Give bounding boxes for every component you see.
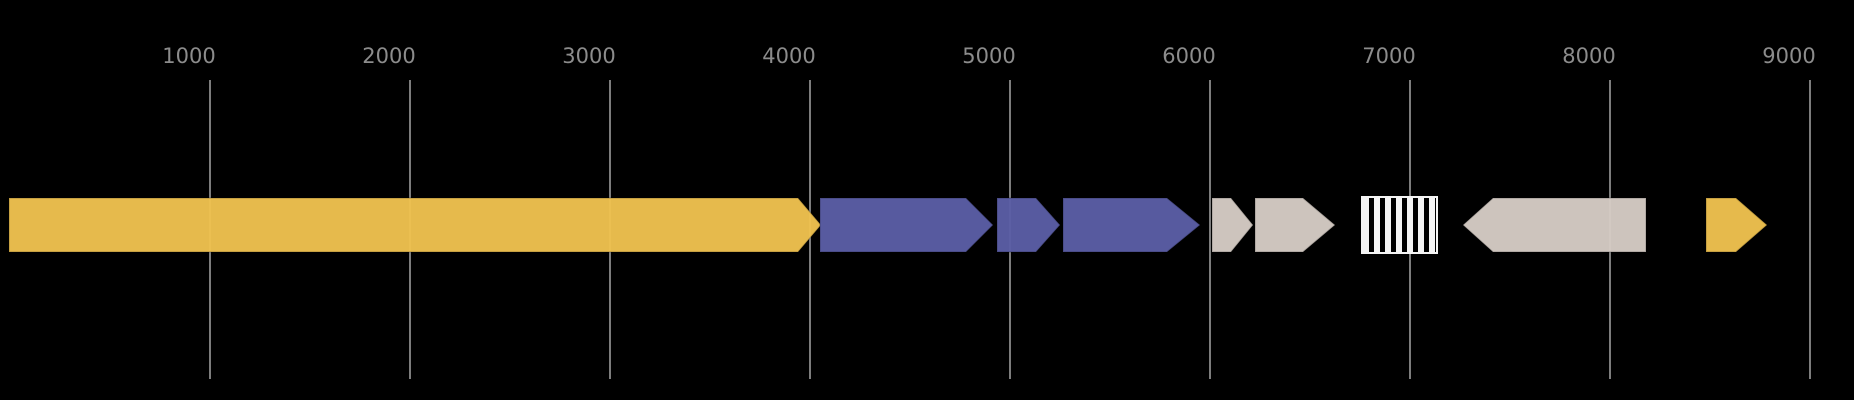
gene-arrow-feature-8-left [1461,197,1647,253]
gene-arrow-feature-1-right [8,197,822,253]
tick-label-1000: 1000 [162,44,216,68]
tick-label-6000: 6000 [1162,44,1216,68]
tick-label-3000: 3000 [562,44,616,68]
tick-label-9000: 9000 [1762,44,1816,68]
gene-arrow-feature-3-right [996,197,1062,253]
tick-label-5000: 5000 [962,44,1016,68]
tick-gridline-6000 [1209,80,1211,379]
tick-label-4000: 4000 [762,44,816,68]
gene-arrow-feature-6-right [1254,197,1337,253]
gene-arrow-feature-2-right [819,197,995,253]
gene-arrow-feature-5-right [1211,197,1254,253]
tick-gridline-9000 [1809,80,1811,379]
tick-label-7000: 7000 [1362,44,1416,68]
gene-arrow-feature-9-right [1705,197,1769,253]
gene-arrow-feature-4-right [1062,197,1202,253]
tick-label-2000: 2000 [362,44,416,68]
tick-label-8000: 8000 [1562,44,1616,68]
